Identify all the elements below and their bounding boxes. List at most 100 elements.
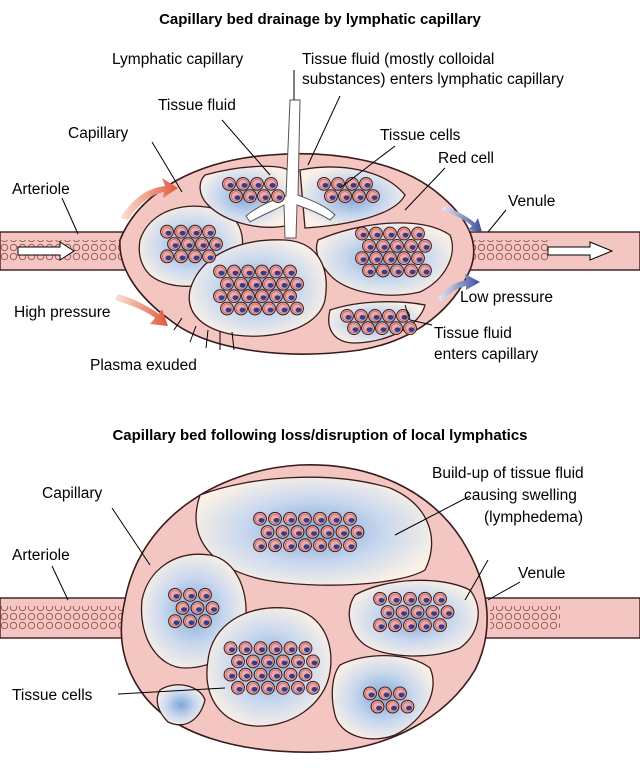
tissue-cell bbox=[348, 322, 361, 335]
tissue-cell bbox=[419, 239, 432, 252]
tissue-cell bbox=[419, 619, 432, 632]
tissue-cell bbox=[314, 512, 327, 525]
tissue-cell bbox=[251, 177, 264, 190]
tissue-cell bbox=[419, 592, 432, 605]
tissue-cell bbox=[269, 512, 282, 525]
tissue-cell bbox=[341, 309, 354, 322]
tissue-cell bbox=[401, 700, 414, 713]
tissue-cell bbox=[394, 687, 407, 700]
tissue-cell bbox=[244, 190, 257, 203]
top-title: Capillary bed drainage by lymphatic capi… bbox=[159, 11, 481, 28]
tissue-cell bbox=[344, 539, 357, 552]
label-tissue-cells-bottom: Tissue cells bbox=[12, 687, 93, 704]
tissue-cell bbox=[386, 700, 399, 713]
tissue-cell bbox=[254, 512, 267, 525]
tissue-cell bbox=[265, 177, 278, 190]
tissue-cell bbox=[291, 277, 304, 290]
tissue-cell bbox=[206, 602, 219, 615]
tissue-cell bbox=[191, 602, 204, 615]
tissue-cell bbox=[161, 250, 174, 263]
label-fluid-enters-capillary-line2: enters capillary bbox=[434, 346, 538, 363]
tissue-cell bbox=[299, 642, 312, 655]
tissue-cell bbox=[242, 290, 255, 303]
tissue-cell bbox=[374, 592, 387, 605]
label-buildup-line3: (lymphedema) bbox=[484, 509, 583, 526]
tissue-cell bbox=[196, 238, 209, 251]
tissue-cell bbox=[203, 225, 216, 238]
tissue-cell bbox=[184, 615, 197, 628]
label-fluid-enters-capillary-line1: Tissue fluid bbox=[434, 325, 512, 342]
tissue-cell bbox=[235, 277, 248, 290]
label-arteriole-bottom: Arteriole bbox=[12, 547, 70, 564]
tissue-cell bbox=[384, 252, 397, 265]
tissue-cell bbox=[284, 512, 297, 525]
label-capillary-bottom: Capillary bbox=[42, 485, 103, 502]
tissue-cell bbox=[254, 642, 267, 655]
tissue-cell bbox=[339, 190, 352, 203]
tissue-cell bbox=[355, 309, 368, 322]
tissue-cell bbox=[272, 190, 285, 203]
tissue-cell bbox=[377, 264, 390, 277]
tissue-cell bbox=[232, 655, 245, 668]
tissue-cell bbox=[247, 655, 260, 668]
tissue-cell bbox=[284, 642, 297, 655]
tissue-cell bbox=[307, 655, 320, 668]
tissue-cell bbox=[284, 290, 297, 303]
tissue-cell bbox=[189, 250, 202, 263]
label-plasma-exuded: Plasma exuded bbox=[90, 357, 197, 374]
tissue-cell bbox=[182, 238, 195, 251]
tissue-cell bbox=[384, 227, 397, 240]
tissue-cell bbox=[169, 615, 182, 628]
tissue-cell bbox=[263, 277, 276, 290]
tissue-cell bbox=[370, 252, 383, 265]
tissue-cell bbox=[242, 265, 255, 278]
tissue-cell bbox=[199, 588, 212, 601]
label-tissue-fluid-enters-line1: Tissue fluid (mostly colloidal bbox=[302, 51, 494, 68]
tissue-cell bbox=[374, 619, 387, 632]
tissue-cell bbox=[247, 681, 260, 694]
label-tissue-fluid: Tissue fluid bbox=[158, 97, 236, 114]
tissue-cell bbox=[176, 602, 189, 615]
label-red-cell: Red cell bbox=[438, 150, 494, 167]
tissue-cell bbox=[398, 252, 411, 265]
tissue-cell bbox=[381, 606, 394, 619]
tissue-cell bbox=[314, 539, 327, 552]
tissue-cell bbox=[269, 642, 282, 655]
tissue-cell bbox=[404, 592, 417, 605]
bottom-pocket-3 bbox=[349, 580, 478, 656]
tissue-cell bbox=[404, 619, 417, 632]
tissue-cell bbox=[291, 302, 304, 315]
tissue-cell bbox=[363, 264, 376, 277]
tissue-cell bbox=[391, 264, 404, 277]
tissue-cell bbox=[210, 238, 223, 251]
tissue-cell bbox=[184, 588, 197, 601]
tissue-cell bbox=[404, 322, 417, 335]
tissue-cell bbox=[362, 322, 375, 335]
tissue-cell bbox=[299, 668, 312, 681]
tissue-cell bbox=[249, 277, 262, 290]
label-venule-bottom: Venule bbox=[518, 565, 565, 582]
tissue-cell bbox=[284, 668, 297, 681]
tissue-cell bbox=[270, 290, 283, 303]
tissue-cell bbox=[321, 526, 334, 539]
tissue-cell bbox=[390, 322, 403, 335]
bottom-title: Capillary bed following loss/disruption … bbox=[112, 427, 527, 444]
label-buildup-line1: Build-up of tissue fluid bbox=[432, 465, 584, 482]
tissue-cell bbox=[161, 225, 174, 238]
label-tissue-cells-top: Tissue cells bbox=[380, 127, 461, 144]
tissue-cell bbox=[277, 681, 290, 694]
tissue-cell bbox=[249, 302, 262, 315]
tissue-cell bbox=[254, 539, 267, 552]
tissue-cell bbox=[356, 252, 369, 265]
tissue-cell bbox=[214, 290, 227, 303]
tissue-cell bbox=[237, 177, 250, 190]
tissue-cell bbox=[389, 592, 402, 605]
tissue-cell bbox=[336, 526, 349, 539]
tissue-cell bbox=[276, 526, 289, 539]
tissue-cell bbox=[356, 227, 369, 240]
tissue-cell bbox=[224, 668, 237, 681]
tissue-cell bbox=[379, 687, 392, 700]
tissue-cell bbox=[291, 526, 304, 539]
tissue-cell bbox=[232, 681, 245, 694]
tissue-cell bbox=[256, 265, 269, 278]
